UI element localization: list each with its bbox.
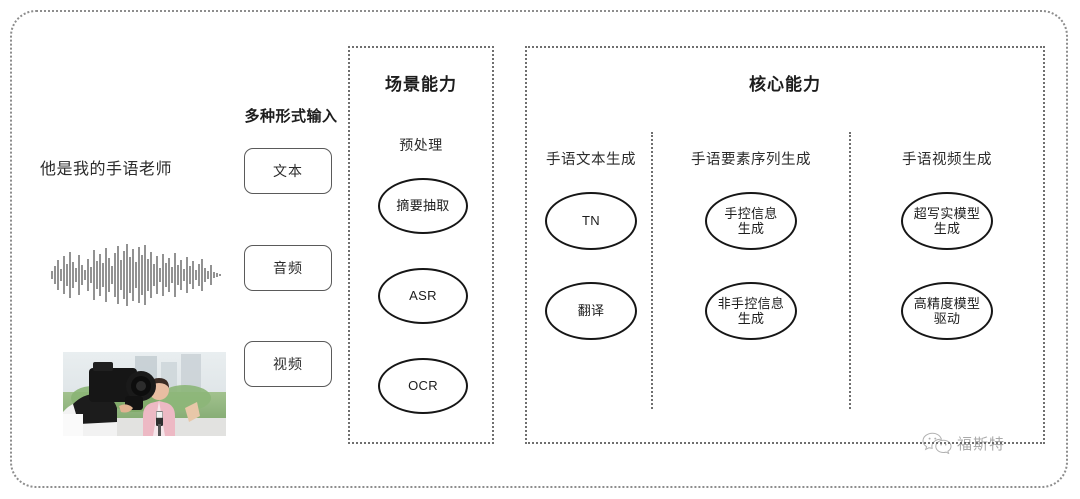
column-header: 手语要素序列生成 bbox=[691, 152, 811, 168]
audio-waveform-icon bbox=[46, 242, 226, 308]
modality-box-audio[interactable]: 音频 bbox=[244, 245, 332, 291]
column-divider bbox=[849, 132, 851, 409]
video-thumbnail-icon bbox=[63, 352, 226, 436]
node-label: 非手控信息生成 bbox=[717, 295, 785, 326]
input-section-heading: 多种形式输入 bbox=[244, 108, 338, 125]
column-header: 手语视频生成 bbox=[902, 152, 992, 168]
modality-label: 视频 bbox=[273, 356, 303, 372]
node-label: 摘要抽取 bbox=[396, 198, 450, 214]
node-label: 高精度模型驱动 bbox=[913, 295, 981, 326]
node-ellipse[interactable]: OCR bbox=[378, 358, 468, 414]
node-ellipse[interactable]: 翻译 bbox=[545, 282, 637, 340]
modality-box-video[interactable]: 视频 bbox=[244, 341, 332, 387]
node-label: 手控信息生成 bbox=[724, 205, 778, 236]
node-ellipse[interactable]: 非手控信息生成 bbox=[705, 282, 797, 340]
node-ellipse[interactable]: ASR bbox=[378, 268, 468, 324]
input-section: 多种形式输入 他是我的手语老师 bbox=[18, 26, 338, 446]
wechat-icon bbox=[922, 432, 952, 454]
node-ellipse[interactable]: 超写实模型生成 bbox=[901, 192, 993, 250]
watermark-text: 福斯特 bbox=[957, 435, 1006, 453]
scene-panel-subtitle: 预处理 bbox=[399, 137, 443, 153]
node-ellipse[interactable]: 摘要抽取 bbox=[378, 178, 468, 234]
column-header: 手语文本生成 bbox=[546, 152, 636, 168]
modality-box-text[interactable]: 文本 bbox=[244, 148, 332, 194]
modality-label: 音频 bbox=[273, 260, 303, 276]
core-panel-title: 核心能力 bbox=[749, 75, 821, 94]
column-divider bbox=[651, 132, 653, 409]
core-capability-panel: 核心能力 手语文本生成 TN 翻译 手语要素序列生成 手控信息生成 非手控信息生… bbox=[525, 46, 1045, 444]
scene-panel-title: 场景能力 bbox=[385, 75, 457, 94]
watermark: 福斯特 bbox=[922, 432, 1005, 454]
node-ellipse[interactable]: 手控信息生成 bbox=[705, 192, 797, 250]
node-label: OCR bbox=[408, 378, 438, 394]
node-ellipse[interactable]: 高精度模型驱动 bbox=[901, 282, 993, 340]
node-label: ASR bbox=[409, 288, 437, 304]
node-label: 超写实模型生成 bbox=[913, 205, 981, 236]
modality-label: 文本 bbox=[273, 163, 303, 179]
sample-text-label: 他是我的手语老师 bbox=[40, 161, 173, 178]
scene-capability-panel: 场景能力 预处理 摘要抽取 ASR OCR bbox=[348, 46, 494, 444]
node-label: 翻译 bbox=[577, 303, 605, 319]
node-label: TN bbox=[582, 213, 600, 229]
outer-dotted-frame bbox=[10, 10, 1068, 488]
node-ellipse[interactable]: TN bbox=[545, 192, 637, 250]
